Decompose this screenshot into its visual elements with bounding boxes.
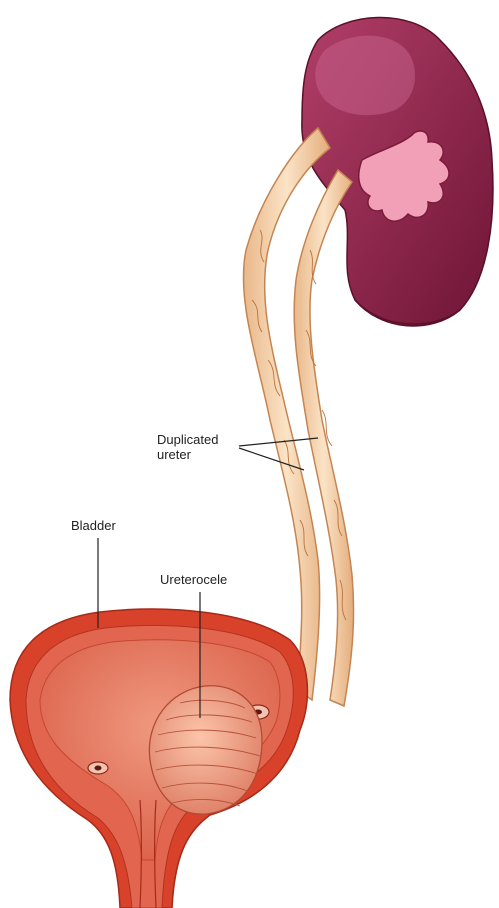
ureteral-orifice-left-hole [95, 766, 102, 771]
kidney-highlight [315, 36, 415, 116]
duplicated-ureter-label-line1: Duplicated [157, 432, 218, 447]
bladder-label: Bladder [71, 518, 116, 533]
ureterocele-label: Ureterocele [160, 572, 227, 587]
kidney [302, 17, 493, 326]
duplicated-ureter [243, 128, 353, 706]
duplicated-ureter-label-line2: ureter [157, 447, 191, 462]
